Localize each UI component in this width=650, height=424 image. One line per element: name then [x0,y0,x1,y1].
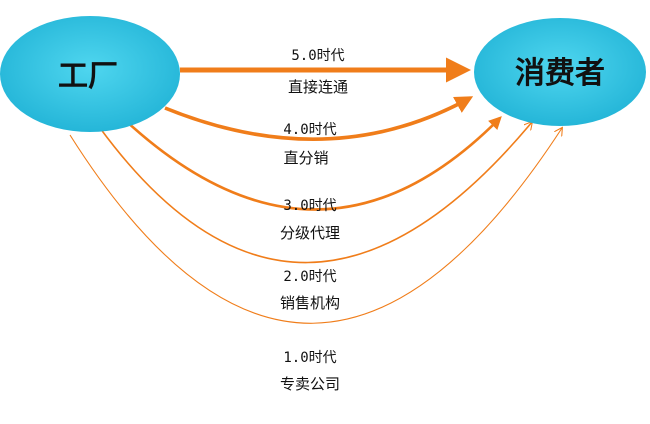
route-5-era: 5.0时代 [291,48,344,64]
factory-label: 工厂 [58,59,118,94]
route-1-era: 1.0时代 [283,350,336,366]
consumer-label: 消费者 [515,56,605,91]
route-2-channel: 销售机构 [280,294,340,312]
route-arrow-4 [164,96,474,141]
route-arrow-2 [99,122,532,264]
route-4-era: 4.0时代 [283,122,336,138]
route-2-era: 2.0时代 [283,269,336,285]
route-arrow-3 [124,116,502,211]
route-5-channel: 直接连通 [288,78,348,96]
route-arrow-1 [69,128,562,324]
route-3-era: 3.0时代 [283,198,336,214]
route-1-channel: 专卖公司 [280,375,340,393]
route-3-channel: 分级代理 [280,224,340,242]
route-4-channel: 直分销 [283,149,328,167]
factory-node: 工厂 [0,16,180,132]
consumer-node: 消费者 [474,18,646,126]
